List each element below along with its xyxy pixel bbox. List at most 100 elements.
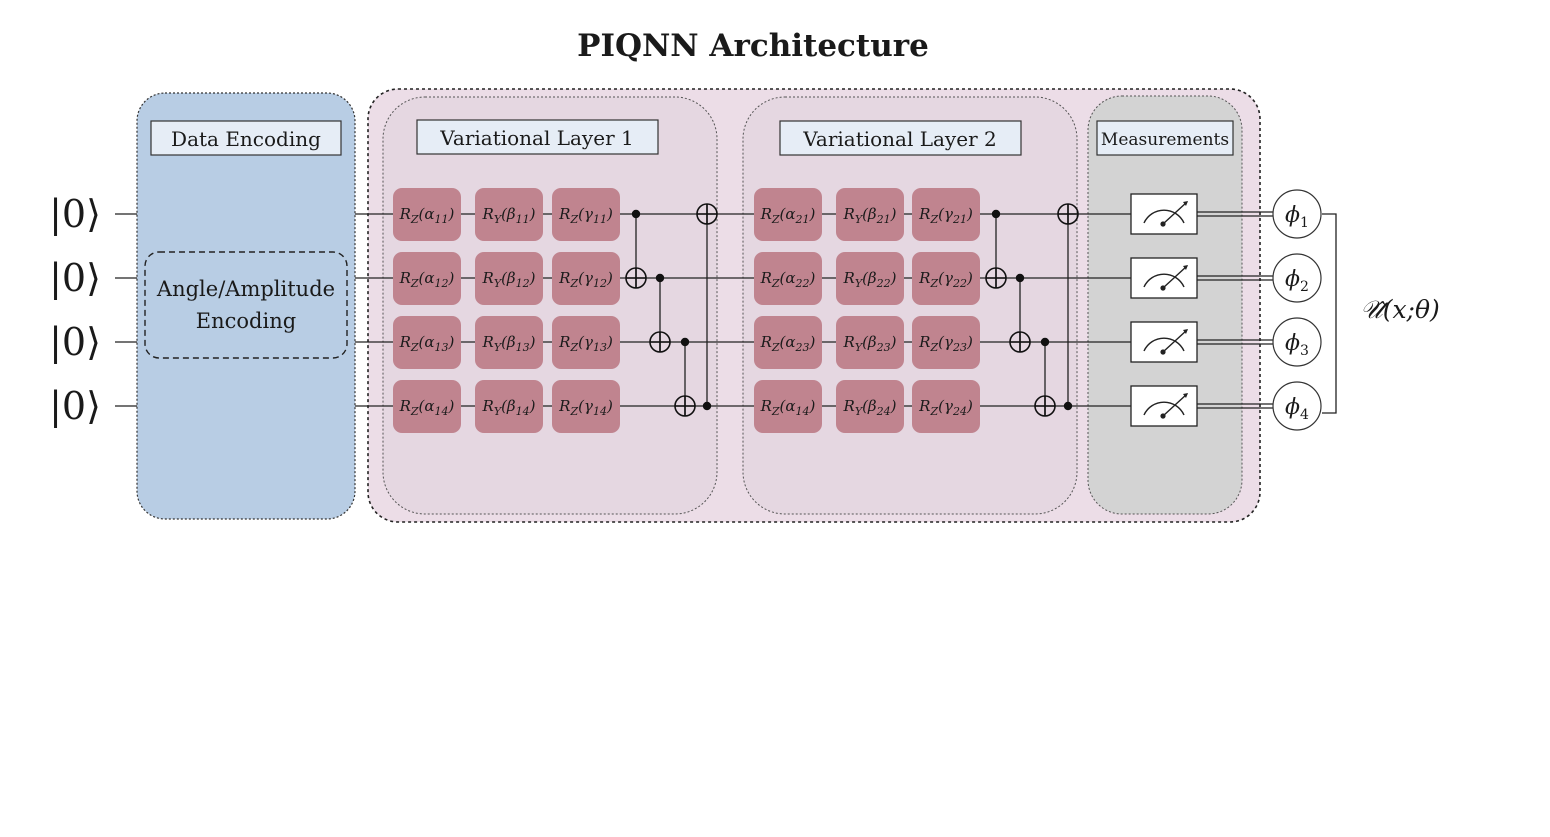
gate-box <box>393 252 461 305</box>
gate-label: RY(β24) <box>843 397 897 418</box>
cnot-gate <box>1009 273 1031 353</box>
rotation-gate: RZ(α22) <box>754 252 822 305</box>
output-node: ϕ2 <box>1272 253 1322 303</box>
rotation-gate: RZ(γ12) <box>552 252 620 305</box>
rotation-gate: RZ(γ13) <box>552 316 620 369</box>
rotation-gate: RZ(γ11) <box>552 188 620 241</box>
output-circle <box>1272 189 1322 239</box>
cnot-gate <box>1034 337 1056 417</box>
output-circle <box>1272 317 1322 367</box>
gate-box <box>475 316 543 369</box>
cnot-gate <box>625 209 647 289</box>
gate-label: RY(β12) <box>482 269 536 290</box>
rotation-gate: RY(β24) <box>836 380 904 433</box>
rotation-gate: RY(β13) <box>475 316 543 369</box>
output-node: ϕ1 <box>1272 189 1322 239</box>
rotation-gate: RZ(γ21) <box>912 188 980 241</box>
measurement-label: Measurements <box>1101 130 1229 150</box>
output-bracket <box>1322 213 1337 414</box>
layer1-label: Variational Layer 1 <box>439 126 633 150</box>
gate-box <box>754 188 822 241</box>
input-ket: |0⟩ <box>49 192 101 236</box>
meter-needle <box>1162 393 1188 417</box>
measurement-panel <box>1087 95 1243 515</box>
gate-box <box>393 316 461 369</box>
input-states: |0⟩|0⟩|0⟩|0⟩ <box>49 192 101 428</box>
gate-label: RZ(γ22) <box>918 269 973 290</box>
output-node: ϕ3 <box>1272 317 1322 367</box>
gate-box <box>912 252 980 305</box>
rotation-gate: RZ(α21) <box>754 188 822 241</box>
rotation-gate: RY(β11) <box>475 188 543 241</box>
rotation-gate: RY(β23) <box>836 316 904 369</box>
input-ket: |0⟩ <box>49 384 101 428</box>
gate-box <box>912 380 980 433</box>
cnot-gate <box>649 273 671 353</box>
rotation-gates: RZ(α11) RY(β11)RZ(γ11) RZ(α12) RY(β12) RZ(γ1… <box>393 188 980 433</box>
gate-label: RZ(α11) <box>399 205 455 226</box>
meter-pivot <box>1160 413 1166 419</box>
gate-label: RZ(α23) <box>760 333 816 354</box>
gate-label: RZ(α14) <box>399 397 455 418</box>
gate-label: RZ(γ21) <box>918 205 973 226</box>
variational-layer-1 <box>382 96 718 515</box>
rotation-gate: RZ(α11) <box>393 188 461 241</box>
gate-box <box>393 380 461 433</box>
meter-needle <box>1162 201 1188 225</box>
gate-box <box>475 252 543 305</box>
cnot-control-dot <box>680 337 690 347</box>
rotation-gate: RZ(α12) <box>393 252 461 305</box>
meter-pivot <box>1160 285 1166 291</box>
rotation-gate: RZ(α14) <box>754 380 822 433</box>
encoding-text-line1: Angle/Amplitude <box>156 277 335 301</box>
meter-arrowhead <box>1183 265 1188 270</box>
gate-box <box>912 188 980 241</box>
gate-box <box>552 316 620 369</box>
rotation-gate: RZ(α23) <box>754 316 822 369</box>
meter-pivot <box>1160 349 1166 355</box>
meter-icon <box>1130 193 1198 235</box>
gate-label: RZ(γ14) <box>558 397 613 418</box>
gate-label: RZ(α13) <box>399 333 455 354</box>
gate-label: RY(β21) <box>843 205 897 226</box>
cnot-control-dot <box>631 209 641 219</box>
cnot-control-dot <box>1063 401 1073 411</box>
gate-label: RZ(γ24) <box>918 397 973 418</box>
cnot-control-dot <box>1015 273 1025 283</box>
meter-needle <box>1162 265 1188 289</box>
gate-box <box>475 380 543 433</box>
gate-label: RZ(γ23) <box>918 333 973 354</box>
meter-icon <box>1130 385 1198 427</box>
cnot-gate <box>696 203 718 411</box>
layer1-label-box <box>416 119 659 155</box>
meter-arc <box>1143 337 1185 352</box>
rotation-gate: RZ(γ24) <box>912 380 980 433</box>
rotation-gate: RZ(γ22) <box>912 252 980 305</box>
rotation-gate: RY(β12) <box>475 252 543 305</box>
rotation-gate: RY(β14) <box>475 380 543 433</box>
gate-label: RZ(α14) <box>760 397 816 418</box>
rotation-gate: RZ(α13) <box>393 316 461 369</box>
cnot-gate <box>674 337 696 417</box>
variational-layer-2 <box>742 96 1078 515</box>
meter-arc <box>1143 273 1185 288</box>
gate-label: RY(β14) <box>482 397 536 418</box>
gate-label: RZ(α22) <box>760 269 816 290</box>
meter-pivot <box>1160 221 1166 227</box>
output-circle <box>1272 381 1322 431</box>
diagram-title: PIQNN Architecture <box>577 28 929 64</box>
rotation-gate: RZ(γ23) <box>912 316 980 369</box>
measurement-meters <box>1130 193 1198 427</box>
meter-box <box>1130 257 1198 299</box>
gate-label: RY(β23) <box>843 333 897 354</box>
meter-icon <box>1130 257 1198 299</box>
output-node: ϕ4 <box>1272 381 1322 431</box>
cnot-control-dot <box>1040 337 1050 347</box>
entangling-gates <box>625 203 1079 417</box>
layer2-label-box <box>779 120 1022 156</box>
meter-needle <box>1162 329 1188 353</box>
gate-label: RY(β22) <box>843 269 897 290</box>
output-label: ϕ4 <box>1285 395 1309 423</box>
gate-box <box>475 188 543 241</box>
